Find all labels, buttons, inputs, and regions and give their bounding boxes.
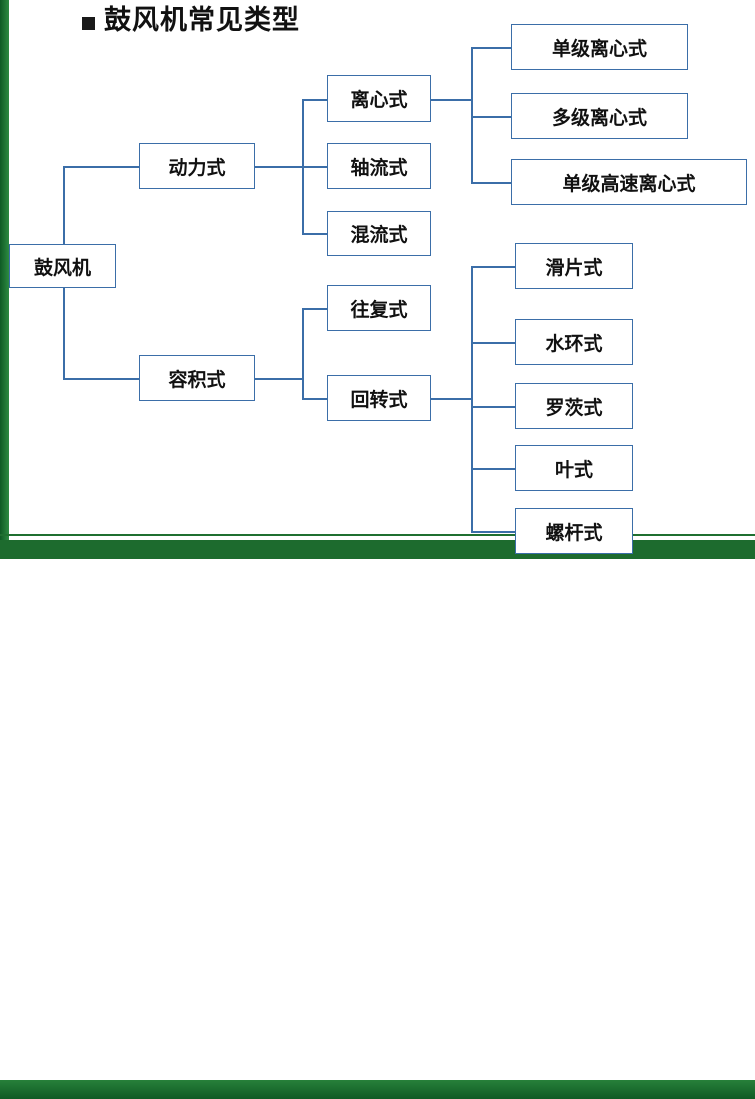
connector-to-huizhuanshi [302,398,327,400]
connector-to-wangfushi [302,308,327,310]
connector-to-yeshi [471,468,515,470]
connector-rongji-vertical [302,308,304,398]
connector-huizhuanshi-vertical [471,266,473,531]
connector-to-duoji-lixin [471,116,511,118]
node-roots[interactable]: 罗茨式 [515,383,633,429]
node-reciprocating[interactable]: 往复式 [327,285,431,331]
connector-huizhuanshi-out [431,398,471,400]
connector-to-zhouliushi [302,166,327,168]
connector-to-danji-lixin [471,47,511,49]
connector-to-luocishi [471,406,515,408]
square-bullet-icon [82,16,95,30]
node-multi-stage-centrifugal[interactable]: 多级离心式 [511,93,688,139]
connector-to-luoganshi [471,531,515,533]
connector-lixinshi-vertical [471,47,473,182]
left-accent-bar [0,0,9,540]
connector-root-to-rongji [63,378,139,380]
page-title-text: 鼓风机常见类型 [104,5,300,36]
connector-to-danji-gaosu-lixin [471,182,511,184]
node-sliding-vane[interactable]: 滑片式 [515,243,633,289]
bottom-accent-bar [0,540,755,1099]
connector-to-shuihuanshi [471,342,515,344]
connector-root-to-dongli [63,166,139,168]
node-positive-displacement-type[interactable]: 容积式 [139,355,255,401]
connector-to-hunliushi [302,233,327,235]
node-axial-flow[interactable]: 轴流式 [327,143,431,189]
node-single-stage-high-speed-centrifugal[interactable]: 单级高速离心式 [511,159,747,205]
node-vane[interactable]: 叶式 [515,445,633,491]
left-accent-bar-gradient [0,0,9,540]
node-liquid-ring[interactable]: 水环式 [515,319,633,365]
connector-to-lixinshi [302,99,327,101]
node-mixed-flow[interactable]: 混流式 [327,211,431,256]
connector-dongli-out [255,166,302,168]
node-screw[interactable]: 螺杆式 [515,508,633,554]
page-title: 鼓风机常见类型 [82,6,300,36]
node-centrifugal[interactable]: 离心式 [327,75,431,122]
connector-to-huapianshi [471,266,515,268]
node-rotary[interactable]: 回转式 [327,375,431,421]
node-single-stage-centrifugal[interactable]: 单级离心式 [511,24,688,70]
node-root-blower[interactable]: 鼓风机 [9,244,116,288]
bottom-accent-bar-gradient [0,1080,755,1099]
connector-rongji-out [255,378,302,380]
connector-lixinshi-out [431,99,471,101]
bottom-divider-line [0,534,755,536]
node-dynamic-type[interactable]: 动力式 [139,143,255,189]
